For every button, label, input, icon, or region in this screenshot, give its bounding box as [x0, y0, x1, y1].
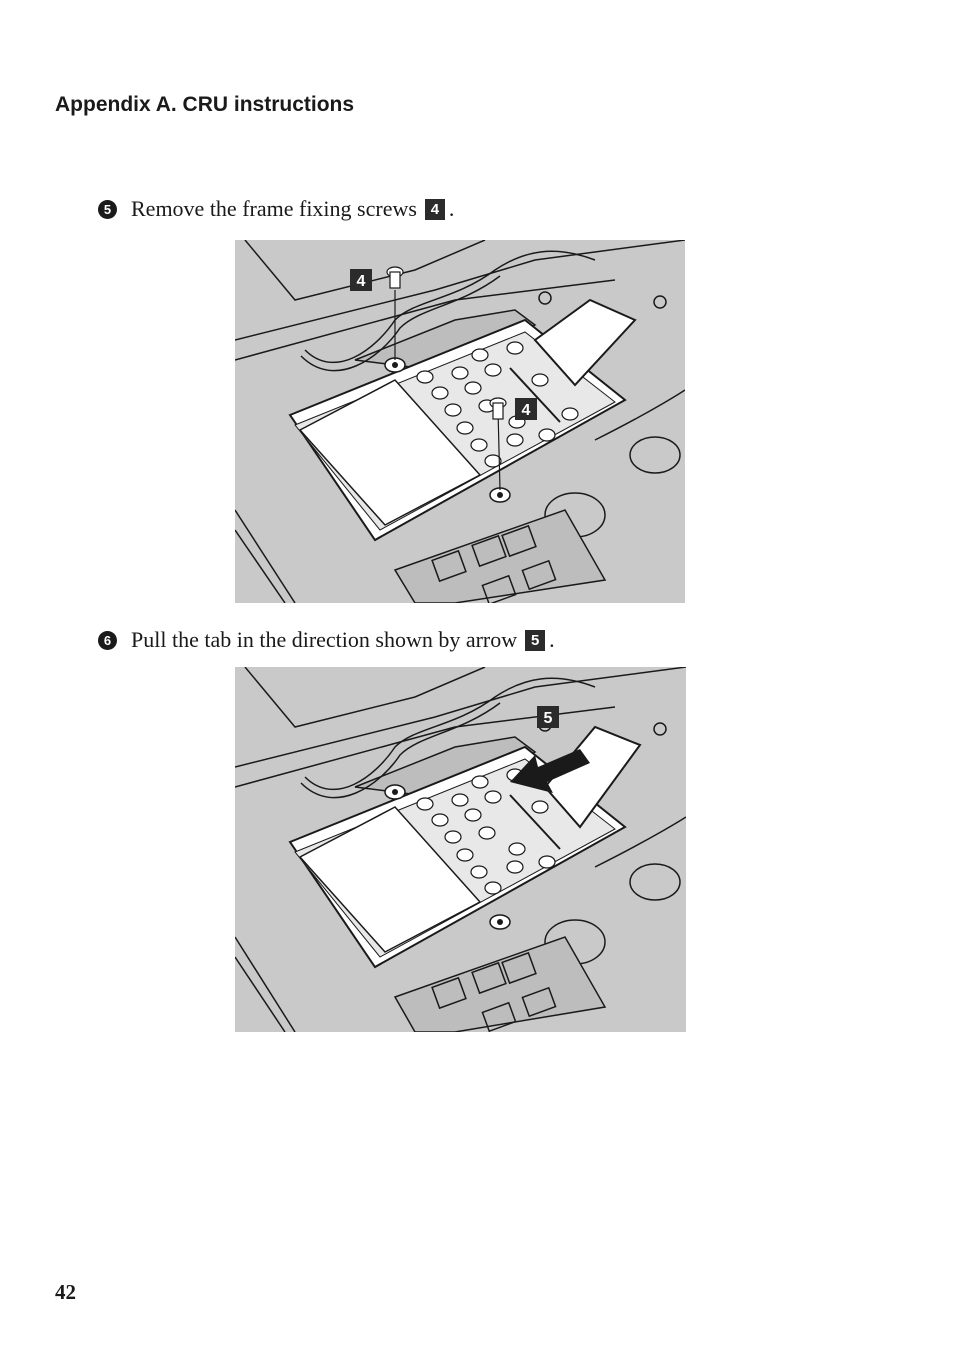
step-suffix: .: [448, 196, 455, 221]
page-header: Appendix A. CRU instructions: [55, 93, 355, 116]
step-text: Remove the frame fixing screws: [131, 196, 417, 221]
figure-callout: 5: [544, 710, 553, 727]
page-number: 42: [55, 1280, 76, 1304]
step-5: 5 Remove the frame fixing screws 4 .: [98, 196, 454, 222]
figure-pull-tab: 5: [235, 667, 686, 1032]
callout-badge: 5: [525, 629, 546, 651]
step-number-badge: 5: [98, 199, 117, 219]
figure-callout: 4: [522, 402, 531, 419]
figure-callout: 4: [357, 273, 366, 290]
callout-badge: 4: [424, 198, 445, 220]
step-suffix: .: [549, 627, 555, 652]
step-6: 6 Pull the tab in the direction shown by…: [98, 627, 555, 653]
figure-remove-screws: 4 4: [235, 240, 685, 603]
step-number-badge: 6: [98, 630, 117, 650]
step-text: Pull the tab in the direction shown by a…: [131, 627, 518, 652]
